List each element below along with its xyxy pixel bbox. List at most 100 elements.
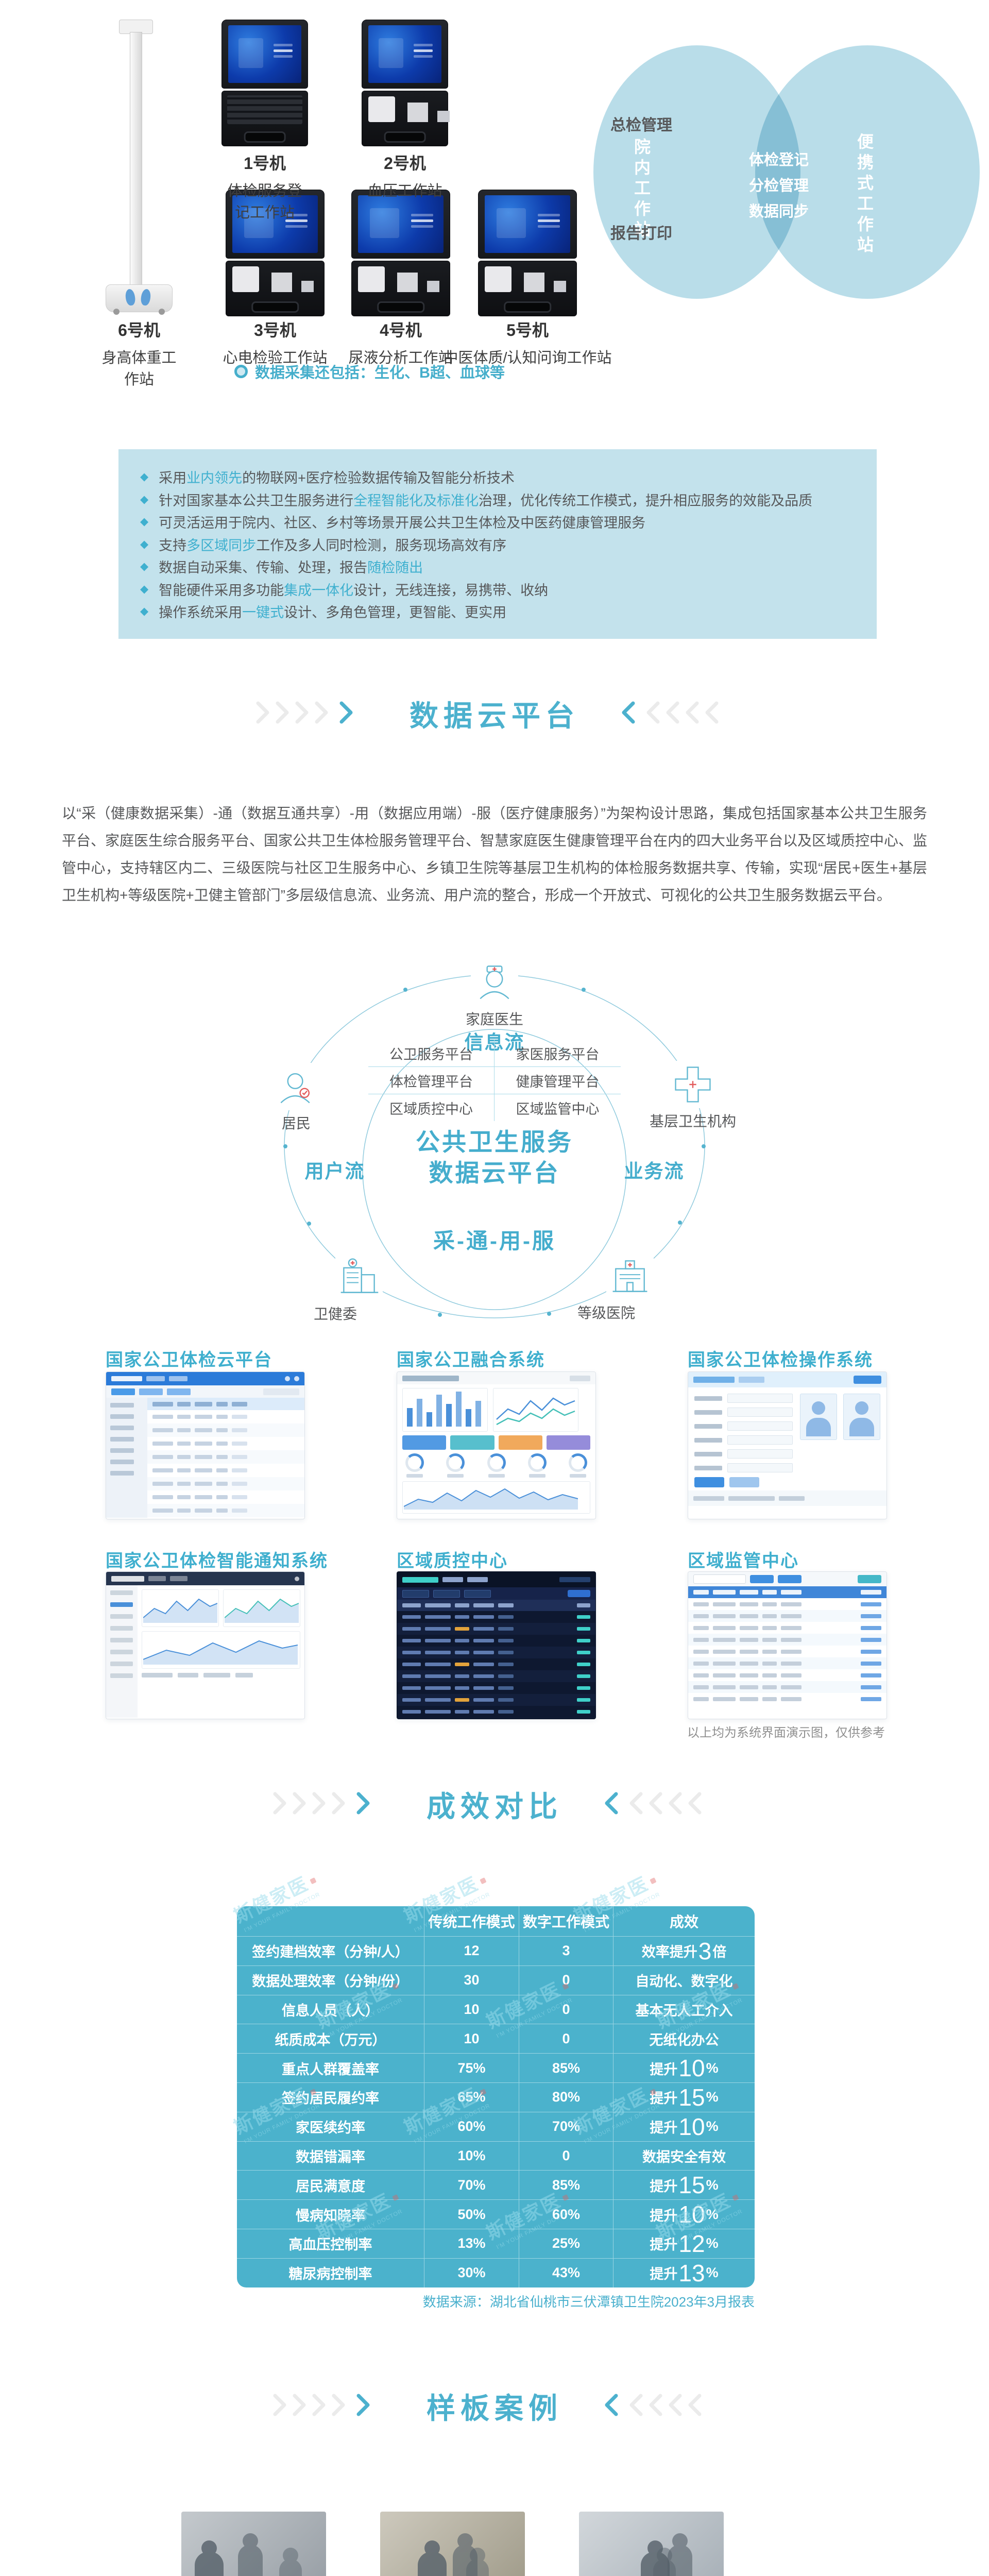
platform-grid: 公卫服务平台 家医服务平台 体检管理平台 健康管理平台 区域质控中心 区域监管中… [368,1040,621,1121]
ui-bar [762,1661,777,1666]
ui-bar [232,1468,247,1472]
ui-bar [779,1496,805,1501]
government-building-icon [340,1258,379,1293]
diagram-center-title: 公共卫生服务 数据云平台 [366,1127,623,1189]
feature-text: 可灵活运用于院内、社区、乡村等场景开展公共卫生体检及中医药健康管理服务 [159,515,646,531]
grid-item: 公卫服务平台 [368,1040,494,1067]
node-label-grassroots-org: 基层卫生机构 [649,1113,736,1129]
ui-row [106,1372,304,1385]
ui-bar [232,1428,247,1432]
ui-bar [467,1577,488,1582]
ui-bar [152,1495,173,1499]
ui-bar [740,1649,758,1654]
table-cell: 65% [424,2082,519,2112]
ui-bar [152,1401,173,1406]
ui-bar [740,1602,758,1606]
ui-bar [425,1710,451,1714]
ui-bar [498,1639,514,1642]
node-label-family-doctor: 家庭医生 [465,1011,523,1027]
ui-bar [729,1477,759,1487]
ui-bar [781,1625,802,1630]
node-label-grade-hospital: 等级医院 [577,1305,635,1321]
table-cell: 0 [519,2141,613,2171]
ui-row [147,1450,304,1464]
workstation-case-3 [226,190,325,318]
ui-bar [762,1649,777,1654]
ui-bar [577,1686,590,1690]
ui-bar [425,1686,451,1690]
grid-item: 区域监管中心 [516,1101,600,1117]
ui-row [688,1572,886,1586]
feature-item: ◆数据自动采集、传输、处理，报告随检随出 [140,556,861,577]
ui-bar [861,1637,881,1642]
product-label-2: 2号机 血压工作站 [362,150,448,200]
screenshot-fusion-system [397,1371,596,1519]
flow-label-user: 用户流 [304,1161,365,1182]
case-photo [380,2512,525,2576]
ui-bar [781,1614,802,1618]
ui-bar [693,1625,709,1630]
case-body [221,91,308,146]
ui-bar [232,1401,247,1406]
ui-bar [781,1602,802,1606]
screenshot-regulate-center [688,1571,887,1719]
ui-bar [762,1685,777,1689]
ui-bar [713,1673,736,1677]
ui-bar [152,1442,173,1446]
ui-bar [216,1509,228,1513]
table-cell: 基本无人工介入 [613,1994,755,2024]
table-cell: 自动化、数字化 [613,1965,755,1995]
compare-title: 成效对比 [427,1790,562,1823]
venn-label-portable-workstation: 便携式工作站 [855,133,874,257]
case-handle [384,131,426,143]
feature-item: ◆针对国家基本公共卫生服务进行全程智能化及标准化治理，优化传统工作模式，提升相应… [140,489,861,510]
device-pole [130,32,142,289]
table-cell: 居民满意度 [237,2170,424,2199]
ui-bar [728,1496,775,1501]
ui-sidebar [106,1398,147,1518]
ui-bar [740,1685,758,1689]
ui-bar [740,1697,758,1701]
ui-bar [858,1575,881,1583]
ui-bar [152,1468,173,1472]
table-cell: 70% [424,2170,519,2200]
ui-bar [447,1474,464,1478]
ui-row [147,1410,304,1423]
ui-bar [402,1674,421,1678]
ui-bar [455,1603,469,1607]
ui-bar [455,1639,469,1642]
ui-bar [740,1673,758,1677]
ui-bar [146,1376,165,1381]
grid-item: 区域质控中心 [368,1094,494,1121]
ui-bar [152,1415,173,1419]
ui-bar [577,1663,590,1666]
ui-bar [232,1442,247,1446]
ui-bar [713,1614,736,1618]
table-cell: 10 [424,1994,519,2024]
ui-bar [559,1577,590,1582]
ui-row [397,1694,595,1706]
ui-bar [713,1649,736,1654]
ui-bar [195,1442,212,1446]
ui-bar [110,1638,133,1642]
ui-bar [177,1401,191,1406]
section-heading-platform: 数据云平台 [0,693,989,734]
ui-row [147,1490,304,1504]
table-cell: 数据安全有效 [613,2141,755,2171]
product-number: 5号机 [506,321,549,340]
ui-bar [178,1673,198,1677]
donut-chart [569,1453,587,1478]
feature-item: ◆智能硬件采用多功能集成一体化设计，无线连接，易携带、收纳 [140,579,861,599]
screenshot-cloud-platform [106,1371,305,1519]
ui-bar [473,1639,494,1642]
ui-bar [577,1639,590,1642]
donut-chart [527,1453,547,1478]
device-base [106,284,173,315]
screenshot-operation-system [688,1371,887,1519]
family-doctor-node [471,958,518,1005]
ui-bar [693,1649,709,1654]
kpi-tile [402,1435,447,1450]
